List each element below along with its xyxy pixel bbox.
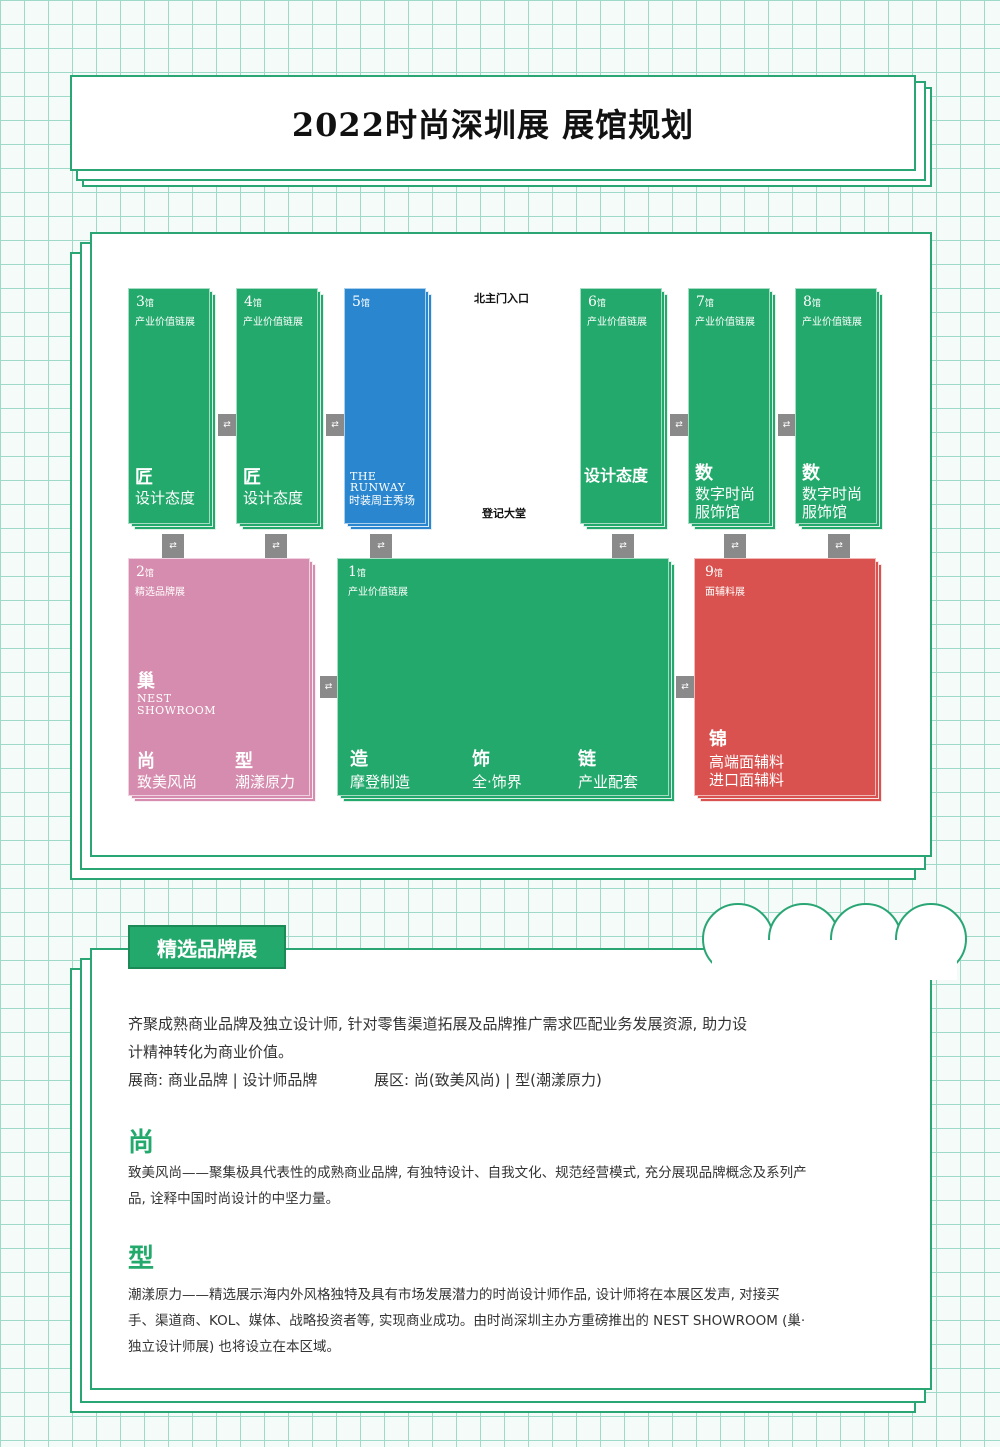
zone-shang-desc: 致美风尚 [137, 773, 198, 791]
hall-zone-desc: 设计态度 [135, 489, 196, 507]
hall-zone-char: 巢 [137, 671, 155, 692]
cloud-fill [712, 940, 957, 980]
hall-3[interactable]: 3馆 产业价值链展 匠 设计态度 [128, 288, 218, 534]
xing-line-3: 独立设计师展) 也将设立在本区域。 [128, 1339, 341, 1355]
zone-zao-desc: 摩登制造 [350, 773, 411, 791]
xing-line-1: 潮漾原力——精选展示海内外风格独特及具有市场发展潜力的时尚设计师作品, 设计师将… [128, 1287, 780, 1303]
hall-zone-char: 匠 [243, 467, 261, 488]
zone-lian-char: 链 [578, 749, 596, 770]
connector-4-2: ⇄ [265, 534, 287, 558]
hall-number: 4 [244, 294, 253, 310]
shang-line-2: 品, 诠释中国时尚设计的中坚力量。 [128, 1191, 340, 1207]
nest-eng-1: NEST [137, 692, 172, 705]
connector-5-1: ⇄ [370, 534, 392, 558]
hall-zone-desc-1: 数字时尚 [802, 485, 863, 503]
hall-6[interactable]: 6馆 产业价值链展 设计态度 [580, 288, 670, 534]
hall-unit: 馆 [360, 299, 370, 309]
zone-zao-char: 造 [350, 749, 368, 770]
hall-9[interactable]: 9馆 面辅料展 锦 高端面辅料 进口面辅料 [694, 558, 886, 806]
hall-category: 产业价值链展 [587, 317, 647, 328]
intro-line-1: 齐聚成熟商业品牌及独立设计师, 针对零售渠道拓展及品牌推广需求匹配业务发展资源,… [128, 1015, 748, 1033]
connector-4-5: ⇄ [326, 414, 344, 436]
nest-eng-2: SHOWROOM [137, 704, 217, 717]
shang-heading: 尚 [128, 1128, 155, 1158]
hall-unit: 馆 [704, 299, 714, 309]
connector-2-1: ⇄ [320, 676, 337, 698]
zone-xing-desc: 潮漾原力 [235, 773, 296, 791]
hall-category: 产业价值链展 [802, 317, 862, 328]
hall-number: 7 [696, 294, 705, 310]
hall-zone-char: 锦 [709, 729, 727, 750]
zone-xing-char: 型 [235, 751, 253, 772]
hall-zone-desc-2: 服饰馆 [802, 503, 848, 521]
zone-shi-char: 饰 [472, 749, 490, 770]
hall-unit: 馆 [252, 299, 262, 309]
hall-zone-char: 数 [802, 463, 820, 484]
connector-3-2: ⇄ [162, 534, 184, 558]
connector-7-8: ⇄ [778, 414, 795, 436]
hall-number: 8 [803, 294, 812, 310]
hall-category: 产业价值链展 [348, 587, 408, 598]
hall-5[interactable]: 5馆 THE RUNWAY 时装周主秀场 [344, 288, 434, 534]
xing-heading: 型 [128, 1244, 155, 1274]
hall-7[interactable]: 7馆 产业价值链展 数 数字时尚 服饰馆 [688, 288, 778, 534]
hall-8[interactable]: 8馆 产业价值链展 数 数字时尚 服饰馆 [795, 288, 885, 534]
exhibitors-text: 展商: 商业品牌 | 设计师品牌 [128, 1071, 318, 1089]
hall-zone-desc: 设计态度 [584, 466, 649, 485]
hall-category: 产业价值链展 [695, 317, 755, 328]
shang-line-1: 致美风尚——聚集极具代表性的成熟商业品牌, 有独特设计、自我文化、规范经营模式,… [128, 1165, 807, 1181]
north-entrance-label: 北主门入口 [474, 292, 529, 305]
page-title: 2022时尚深圳展 展馆规划 [291, 106, 695, 144]
hall-2[interactable]: 2馆 精选品牌展 巢 NEST SHOWROOM 尚 致美风尚 型 潮漾原力 [128, 558, 320, 806]
hall-unit: 馆 [713, 569, 723, 579]
intro-line-2: 计精神转化为商业价值。 [128, 1043, 294, 1061]
xing-line-2: 手、渠道商、KOL、媒体、战略投资者等, 实现商业成功。由时尚深圳主办方重磅推出… [128, 1313, 806, 1329]
hall-unit: 馆 [144, 299, 154, 309]
hall-4[interactable]: 4馆 产业价值链展 匠 设计态度 [236, 288, 326, 534]
runway-eng-2: RUNWAY [350, 481, 406, 494]
hall-number: 6 [588, 294, 597, 310]
connector-3-4: ⇄ [218, 414, 236, 436]
hall-number: 3 [136, 294, 145, 310]
runway-eng-1: THE [350, 470, 377, 483]
hall-zone-char: 数 [695, 463, 713, 484]
connector-6-7: ⇄ [670, 414, 688, 436]
lobby-label: 登记大堂 [482, 507, 526, 520]
hall-number: 5 [352, 294, 361, 310]
hall-number: 2 [136, 564, 145, 580]
connector-6-1: ⇄ [612, 534, 634, 558]
zone-shang-char: 尚 [137, 751, 155, 772]
connector-1-9: ⇄ [676, 676, 694, 698]
hall-zone-desc: 时装周主秀场 [349, 494, 415, 507]
hall-number: 1 [348, 564, 357, 580]
hall-zone-desc-2: 服饰馆 [695, 503, 741, 521]
hall-zone-desc-1: 数字时尚 [695, 485, 756, 503]
hall-unit: 馆 [144, 569, 154, 579]
hall-unit: 馆 [596, 299, 606, 309]
hall-category: 精选品牌展 [135, 587, 185, 598]
hall-category: 产业价值链展 [135, 317, 195, 328]
hall-zone-char: 匠 [135, 467, 153, 488]
hall-category: 面辅料展 [705, 587, 745, 598]
zones-text: 展区: 尚(致美风尚) | 型(潮漾原力) [374, 1071, 602, 1089]
hall-number: 9 [705, 564, 714, 580]
hall-unit: 馆 [811, 299, 821, 309]
zone-lian-desc: 产业配套 [578, 773, 639, 791]
hall-zone-desc: 设计态度 [243, 489, 304, 507]
connector-8-9: ⇄ [828, 534, 850, 558]
hall-zone-desc-1: 高端面辅料 [709, 753, 785, 771]
zone-shi-desc: 全·饰界 [472, 773, 522, 791]
hall-zone-desc-2: 进口面辅料 [709, 771, 785, 789]
section-tab: 精选品牌展 [128, 925, 286, 969]
hall-unit: 馆 [356, 569, 366, 579]
hall-category: 产业价值链展 [243, 317, 303, 328]
connector-7-9: ⇄ [724, 534, 746, 558]
hall-1[interactable]: 1馆 产业价值链展 造 摩登制造 饰 全·饰界 链 产业配套 [337, 558, 679, 806]
